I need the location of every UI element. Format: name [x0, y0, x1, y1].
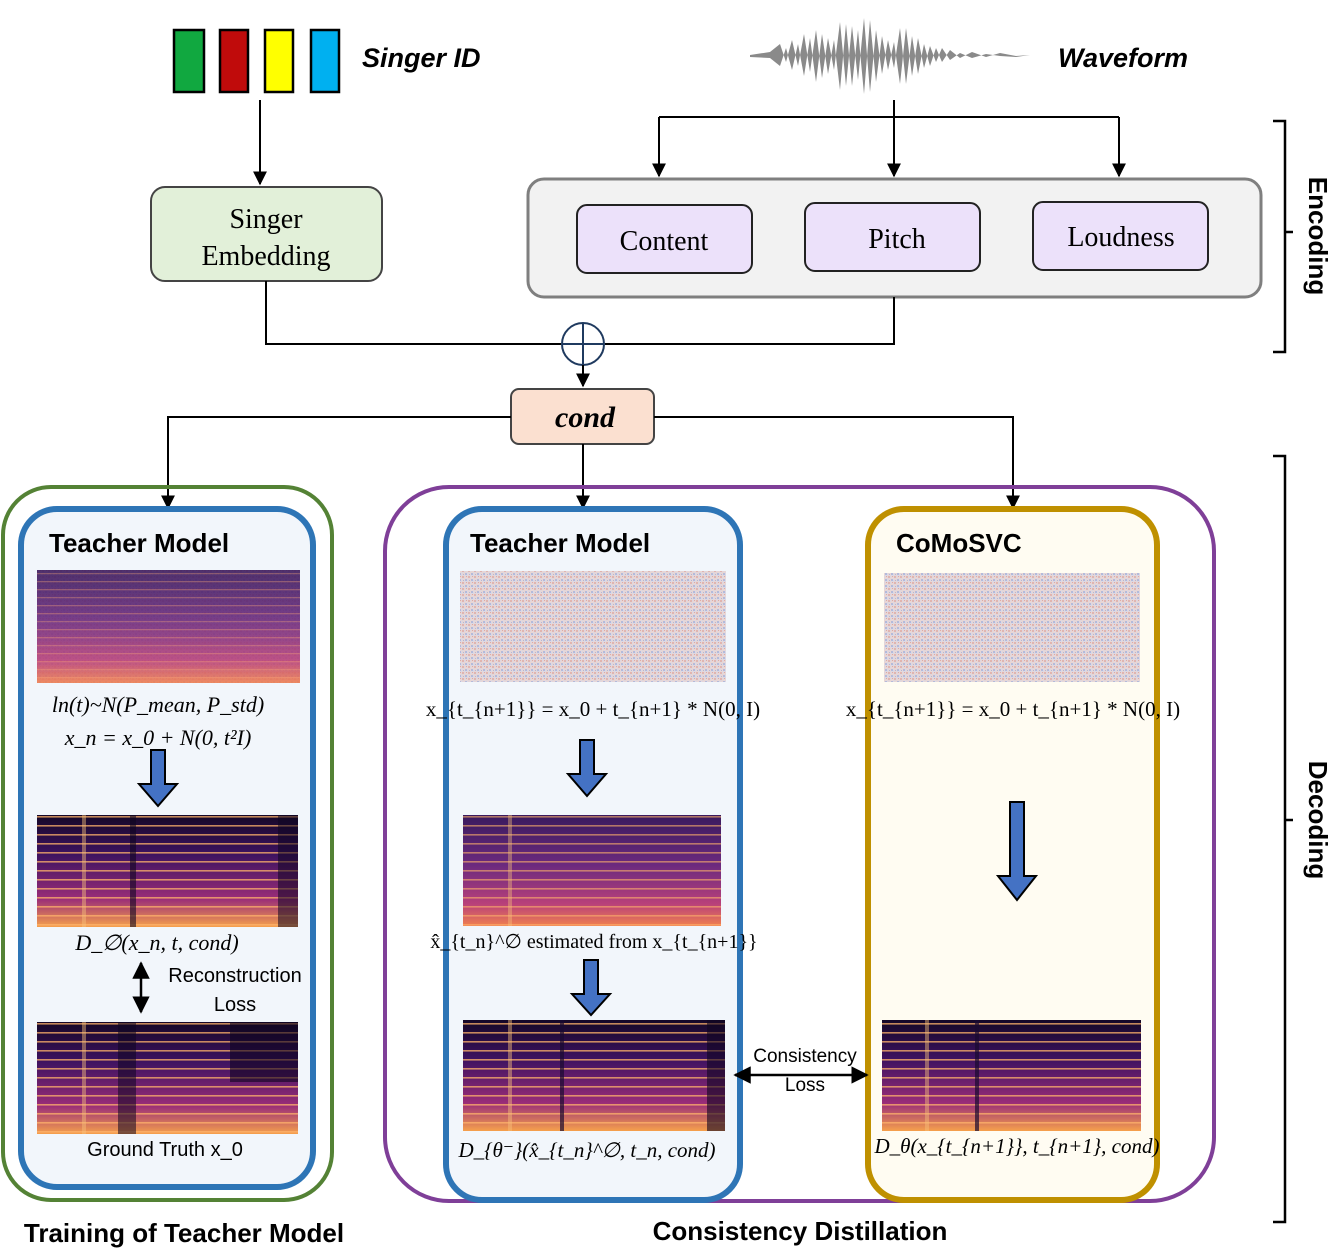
- cond-label: cond: [555, 401, 616, 434]
- comosvc-noise-spectrogram: [884, 573, 1140, 682]
- down-arrow-icon: [565, 739, 609, 798]
- teacher-estimated-spectrogram: [463, 815, 721, 926]
- training-teacher-title: Teacher Model: [49, 528, 229, 558]
- comosvc-title: CoMoSVC: [896, 528, 1022, 558]
- singer-id-block: [172, 28, 206, 94]
- teacher-output-spectrogram: [463, 1020, 725, 1131]
- training-caption: Training of Teacher Model: [24, 1218, 344, 1248]
- denoised-spectrogram: [37, 815, 298, 927]
- down-arrow-icon: [995, 801, 1039, 902]
- singer-id-blocks: [172, 28, 341, 94]
- comosvc-output-label: D_θ(x_{t_{n+1}}, t_{n+1}, cond): [873, 1134, 1159, 1158]
- consistency-loss-line2: Loss: [785, 1075, 825, 1096]
- pitch-box: [804, 202, 981, 272]
- training-outline: [1, 485, 334, 1202]
- training-denoiser-label: D_∅(x_n, t, cond): [74, 930, 238, 955]
- training-eq-line2: x_n = x_0 + N(0, t²I): [64, 725, 252, 750]
- encoding-section-label: Encoding: [1303, 177, 1333, 295]
- distillation-caption: Consistency Distillation: [653, 1216, 948, 1246]
- teacher-output-label: D_{θ⁻}(x̂_{t_n}^∅, t_n, cond): [457, 1138, 715, 1162]
- noisy-spectrogram: [37, 570, 300, 683]
- down-arrow-icon: [136, 749, 180, 808]
- teacher-forward-eq: x_{t_{n+1}} = x_0 + t_{n+1} * N(0, I): [426, 697, 760, 721]
- content-box: [576, 204, 753, 274]
- teacher-noise-spectrogram: [460, 571, 726, 682]
- distillation-teacher-title: Teacher Model: [470, 528, 650, 558]
- waveform-icon: [750, 18, 1030, 94]
- content-label: Content: [620, 226, 709, 257]
- singer-id-label: Singer ID: [362, 43, 481, 73]
- loudness-label: Loudness: [1067, 222, 1174, 253]
- decoding-bracket: [1273, 454, 1293, 1224]
- distillation-outline: [383, 485, 1216, 1203]
- reconstruction-loss-line1: Reconstruction: [168, 965, 301, 987]
- encoding-bracket: [1273, 119, 1293, 354]
- decoding-section-label: Decoding: [1303, 761, 1333, 879]
- singer-embedding-line2: Embedding: [201, 241, 330, 272]
- reconstruction-loss-line2: Loss: [214, 994, 256, 1016]
- singer-id-block: [218, 28, 250, 94]
- comosvc-output-spectrogram: [882, 1020, 1141, 1131]
- consistency-loss-line1: Consistency: [753, 1046, 857, 1067]
- singer-id-block: [263, 28, 295, 94]
- loudness-box: [1032, 201, 1209, 271]
- ground-truth-spectrogram: [37, 1022, 298, 1134]
- waveform-label: Waveform: [1058, 43, 1188, 73]
- singer-id-block: [309, 28, 341, 94]
- ground-truth-label: Ground Truth x_0: [87, 1139, 243, 1161]
- merge-lines: [265, 281, 895, 345]
- pitch-label: Pitch: [868, 224, 926, 255]
- singer-embedding-line1: Singer: [229, 204, 303, 235]
- down-arrow-icon: [569, 959, 613, 1017]
- concat-icon: [561, 322, 605, 366]
- estimated-label: x̂_{t_n}^∅ estimated from x_{t_{n+1}}: [430, 931, 757, 953]
- training-eq-line1: ln(t)~N(P_mean, P_std): [52, 692, 264, 717]
- waveform-split-lines: [659, 100, 1119, 118]
- comosvc-forward-eq: x_{t_{n+1}} = x_0 + t_{n+1} * N(0, I): [846, 697, 1180, 721]
